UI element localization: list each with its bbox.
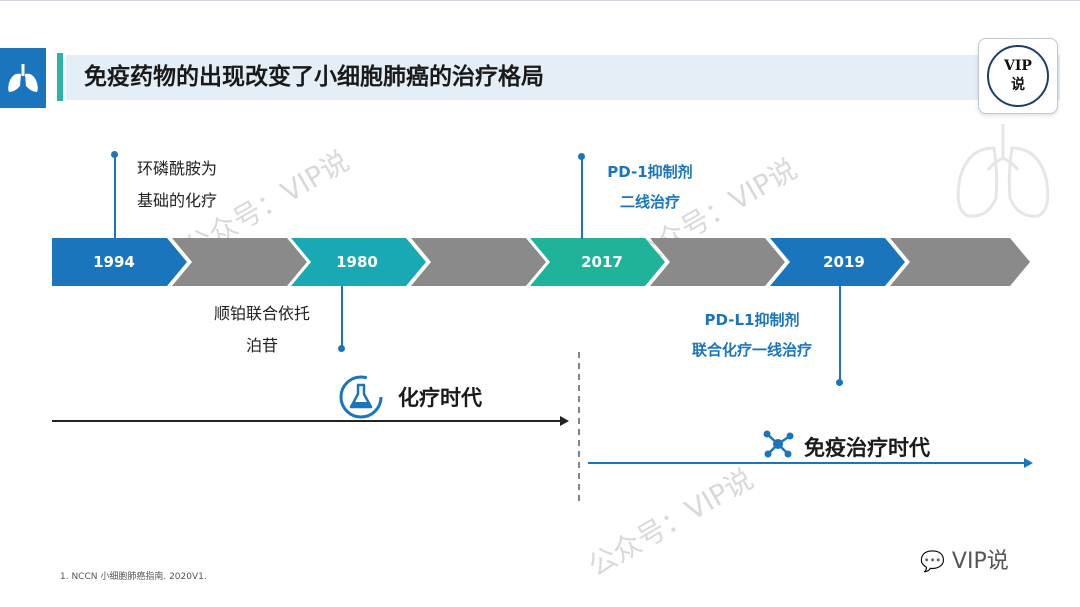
title-accent-bar <box>57 53 63 101</box>
lung-icon <box>8 64 38 92</box>
lung-logo <box>0 48 46 108</box>
background-lung-icon <box>956 124 1050 218</box>
era-label-immuno: 免疫治疗时代 <box>804 436 930 460</box>
year-label-2017: 2017 <box>581 253 623 271</box>
event-marker-line <box>581 157 583 239</box>
event-1980-line2: 泊苷 <box>246 336 279 355</box>
year-label-1980: 1980 <box>336 253 378 271</box>
event-marker-dot <box>111 151 118 158</box>
event-1994-line2: 基础的化疗 <box>137 191 218 210</box>
event-marker-line <box>341 286 343 347</box>
flask-icon <box>339 375 383 419</box>
molecule-icon <box>763 430 794 458</box>
year-label-2019: 2019 <box>823 253 865 271</box>
event-1980-line1: 顺铂联合依托 <box>214 304 311 323</box>
event-2017-line1: PD-1抑制剂 <box>607 163 693 181</box>
vip-badge-line1: VIP <box>1004 58 1032 74</box>
event-2017-text: PD-1抑制剂 二线治疗 <box>598 157 702 217</box>
vip-badge-circle: VIP 说 <box>987 45 1049 107</box>
event-marker-dot <box>338 345 345 352</box>
brand-watermark: 💬 VIP说 <box>920 543 1009 575</box>
year-label-1994: 1994 <box>93 253 135 271</box>
event-2017-line2: 二线治疗 <box>619 193 680 211</box>
event-1994-line1: 环磷酰胺为 <box>137 159 218 178</box>
event-marker-dot <box>578 153 585 160</box>
event-1980-text: 顺铂联合依托 泊苷 <box>214 298 310 362</box>
timeline-segment-1980: 1980 <box>291 238 426 286</box>
timeline-segment-gray <box>172 238 307 286</box>
timeline-segment-1994: 1994 <box>52 238 187 286</box>
timeline-segment-2017: 2017 <box>530 238 665 286</box>
event-2019-text: PD-L1抑制剂 联合化疗一线治疗 <box>672 305 832 365</box>
event-marker-dot <box>836 379 843 386</box>
vip-badge-line2: 说 <box>1011 77 1025 93</box>
event-marker-line <box>839 286 841 382</box>
vip-badge-text: VIP 说 <box>989 57 1047 95</box>
event-2019-line1: PD-L1抑制剂 <box>704 311 800 329</box>
event-2019-line2: 联合化疗一线治疗 <box>691 341 812 359</box>
footnote: 1. NCCN 小细胞肺癌指南. 2020V1. <box>60 572 207 582</box>
era-divider <box>578 352 580 502</box>
brand-text: VIP说 <box>951 549 1009 574</box>
timeline-segment-gray <box>650 238 785 286</box>
top-rule <box>0 0 1080 1</box>
event-1994-text: 环磷酰胺为 基础的化疗 <box>137 153 217 217</box>
title-band <box>66 55 1060 100</box>
era-arrow-immuno <box>588 458 1033 468</box>
era-label-chemo: 化疗时代 <box>398 386 482 410</box>
event-marker-line <box>114 155 116 239</box>
timeline-segment-2019: 2019 <box>770 238 905 286</box>
timeline-segment-gray <box>411 238 546 286</box>
era-arrow-chemo <box>52 416 569 426</box>
timeline-segment-gray <box>890 238 1030 286</box>
wechat-icon: 💬 <box>920 549 945 573</box>
vip-badge: VIP 说 <box>978 38 1058 114</box>
watermark: 公众号：VIP说 <box>582 462 759 583</box>
page-title: 免疫药物的出现改变了小细胞肺癌的治疗格局 <box>84 64 544 90</box>
